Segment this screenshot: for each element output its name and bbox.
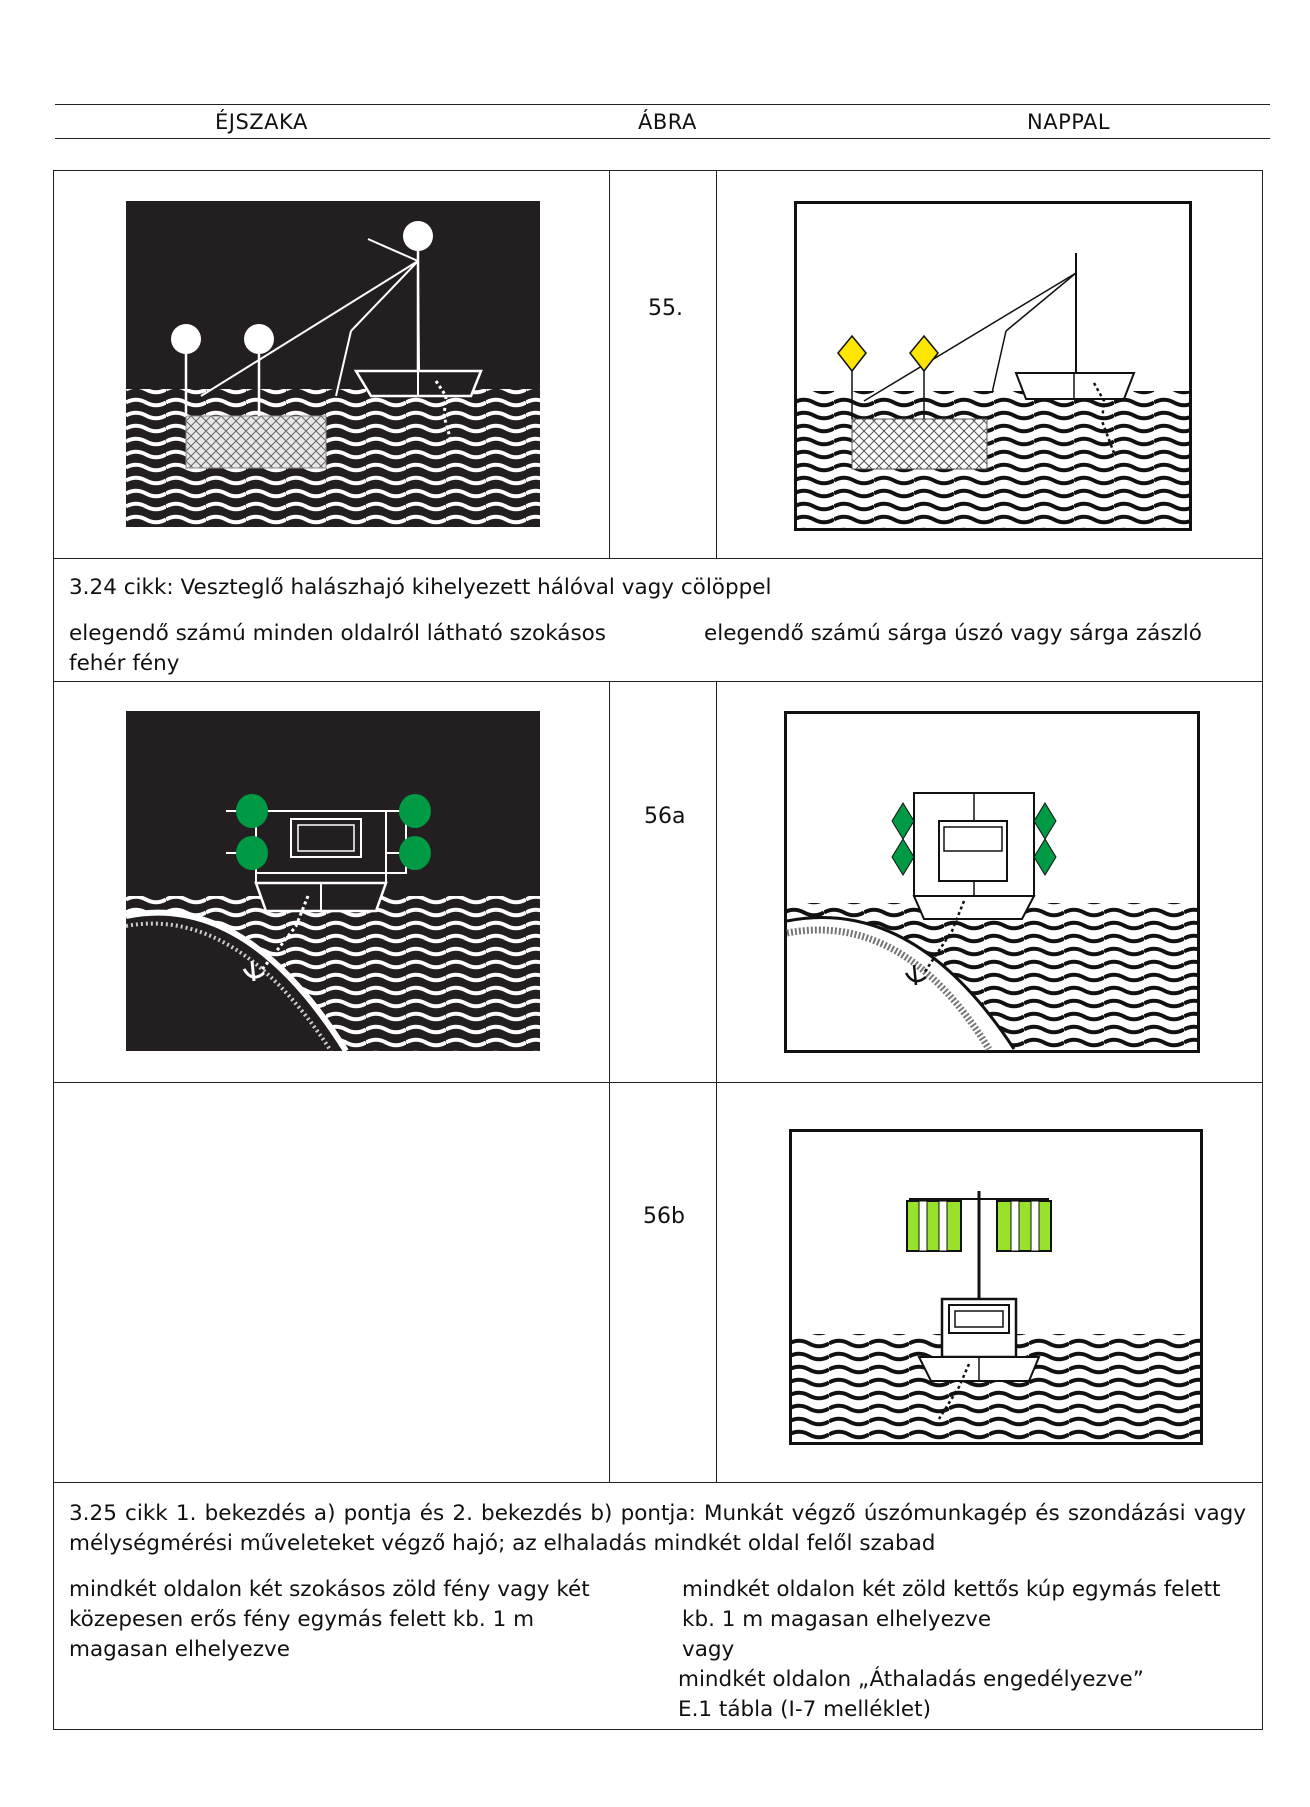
- col-divider: [716, 681, 717, 1482]
- row-divider: [54, 681, 1262, 682]
- column-header: ÉJSZAKA ÁBRA NAPPAL: [55, 104, 1270, 139]
- article-3-25-title: 3.25 cikk 1. bekezdés a) pontja és 2. be…: [69, 1501, 1246, 1556]
- article-3-24-title: 3.24 cikk: Veszteglő halászhajó kihelyez…: [69, 575, 772, 600]
- article-3-25-day-text-2: mindkét oldalon „Áthaladás engedélyezve”: [678, 1667, 1144, 1692]
- article-3-25-day-or: vagy: [682, 1637, 735, 1662]
- figure-56b-day-illustration: [789, 1129, 1203, 1445]
- row-divider: [54, 558, 1262, 559]
- row-divider: [54, 1482, 1262, 1483]
- header-figure: ÁBRA: [638, 110, 697, 134]
- figure-55-night-illustration: [126, 201, 540, 527]
- header-night: ÉJSZAKA: [215, 110, 308, 134]
- row-divider: [54, 1082, 1262, 1083]
- figure-number-55: 55.: [648, 296, 683, 321]
- article-3-24-night-text: elegendő számú minden oldalról látható s…: [69, 621, 607, 676]
- signals-table: 55. 56a 56b 3.24 cikk: Veszteglő halászh…: [53, 170, 1263, 1730]
- article-3-25-day-text-1: mindkét oldalon két zöld kettős kúp egym…: [682, 1577, 1221, 1632]
- figure-55-day-illustration: [794, 201, 1192, 531]
- article-3-25-day-text-3: E.1 tábla (I-7 melléklet): [678, 1697, 931, 1722]
- header-day: NAPPAL: [1027, 110, 1111, 134]
- article-3-25-night-text: mindkét oldalon két szokásos zöld fény v…: [69, 1577, 590, 1662]
- figure-56a-day-illustration: [784, 711, 1200, 1053]
- col-divider: [609, 681, 610, 1482]
- figure-number-56b: 56b: [643, 1204, 685, 1229]
- col-divider: [609, 171, 610, 558]
- col-divider: [716, 171, 717, 558]
- article-3-24-day-text: elegendő számú sárga úszó vagy sárga zás…: [704, 621, 1202, 646]
- figure-number-56a: 56a: [644, 804, 686, 829]
- figure-56a-night-illustration: [126, 711, 540, 1051]
